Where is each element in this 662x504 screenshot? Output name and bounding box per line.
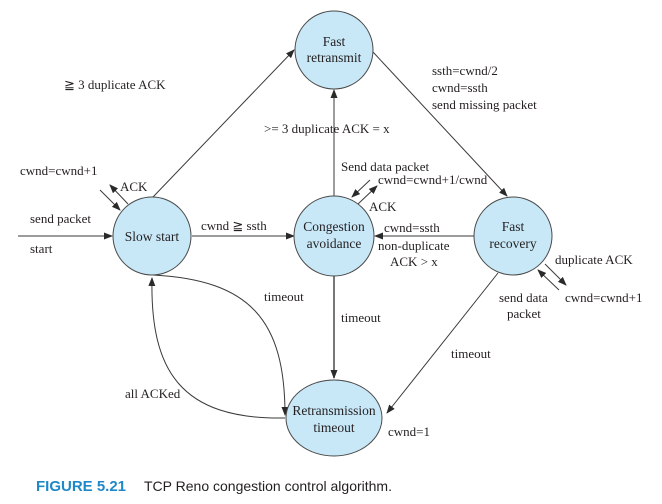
edge-fast-recovery-dup-ack-in bbox=[544, 263, 567, 286]
label-slow-timeout: timeout bbox=[264, 289, 304, 304]
node-rto-label-2: timeout bbox=[313, 420, 354, 435]
label-slow-self-event: ACK bbox=[120, 179, 148, 194]
node-fast-retransmit-label-2: retransmit bbox=[307, 50, 362, 65]
edge-rto-to-slow-start bbox=[148, 277, 286, 419]
label-recovery-timeout: timeout bbox=[451, 346, 491, 361]
label-slow-to-ca: cwnd ≧ ssth bbox=[201, 218, 267, 233]
edge-fast-retransmit-to-fast-recovery bbox=[372, 51, 508, 197]
label-recovery-self-event: duplicate ACK bbox=[555, 252, 633, 267]
label-rto-action: cwnd=1 bbox=[388, 424, 430, 439]
label-all-acked: all ACKed bbox=[125, 386, 181, 401]
figure-number: FIGURE 5.21 bbox=[36, 478, 126, 495]
label-slow-self-action: cwnd=cwnd+1 bbox=[20, 163, 97, 178]
node-fast-recovery-label-2: recovery bbox=[489, 236, 536, 251]
label-ca-self-event: ACK bbox=[369, 199, 397, 214]
label-start-event: start bbox=[30, 241, 53, 256]
node-fast-retransmit-label-1: Fast bbox=[323, 34, 346, 49]
label-fr-ssth: ssth=cwnd/2 bbox=[432, 63, 498, 78]
label-recovery-send-1: send data bbox=[499, 290, 548, 305]
node-slow-start-label: Slow start bbox=[125, 229, 180, 244]
edge-slow-start-to-fast-retransmit bbox=[152, 49, 295, 198]
label-recovery-self-action: cwnd=cwnd+1 bbox=[565, 290, 642, 305]
label-ca-self-action-1: Send data packet bbox=[341, 159, 429, 174]
node-slow-start: Slow start bbox=[112, 196, 192, 276]
label-fr-cwnd: cwnd=ssth bbox=[432, 80, 488, 95]
label-ca-timeout: timeout bbox=[341, 310, 381, 325]
label-recovery-send-2: packet bbox=[507, 306, 541, 321]
node-rto-label-1: Retransmission bbox=[292, 403, 375, 418]
label-recovery-to-ca-action: cwnd=ssth bbox=[384, 220, 440, 235]
label-fr-send-missing: send missing packet bbox=[432, 97, 537, 112]
label-start-action: send packet bbox=[30, 211, 91, 226]
edge-congestion-avoidance-ack-out bbox=[357, 185, 378, 205]
node-congestion-avoidance-label-1: Congestion bbox=[303, 219, 365, 234]
label-recovery-to-ca-event-2: ACK > x bbox=[390, 254, 438, 269]
node-retransmission-timeout: Retransmission timeout bbox=[285, 379, 383, 457]
edge-fast-recovery-send-out bbox=[537, 269, 560, 291]
node-fast-retransmit: Fast retransmit bbox=[294, 10, 374, 90]
edge-slow-start-ack-out bbox=[109, 184, 129, 205]
edge-slow-start-to-rto bbox=[152, 274, 289, 416]
label-ca-self-action-2: cwnd=cwnd+1/cwnd bbox=[378, 172, 488, 187]
label-ca-to-fast-retransmit: >= 3 duplicate ACK = x bbox=[264, 121, 390, 136]
label-recovery-to-ca-event-1: non-duplicate bbox=[378, 238, 450, 253]
edge-fast-recovery-to-rto bbox=[386, 272, 499, 414]
node-fast-recovery-label-1: Fast bbox=[502, 219, 525, 234]
edge-congestion-avoidance-send-in bbox=[351, 179, 371, 198]
node-congestion-avoidance-label-2: avoidance bbox=[307, 236, 362, 251]
node-fast-recovery: Fast recovery bbox=[473, 196, 553, 276]
edge-slow-start-ack-in bbox=[99, 189, 121, 211]
node-congestion-avoidance: Congestion avoidance bbox=[293, 195, 375, 277]
figure-caption: TCP Reno congestion control algorithm. bbox=[144, 478, 392, 494]
label-slow-to-fast-retransmit: ≧ 3 duplicate ACK bbox=[64, 77, 166, 92]
